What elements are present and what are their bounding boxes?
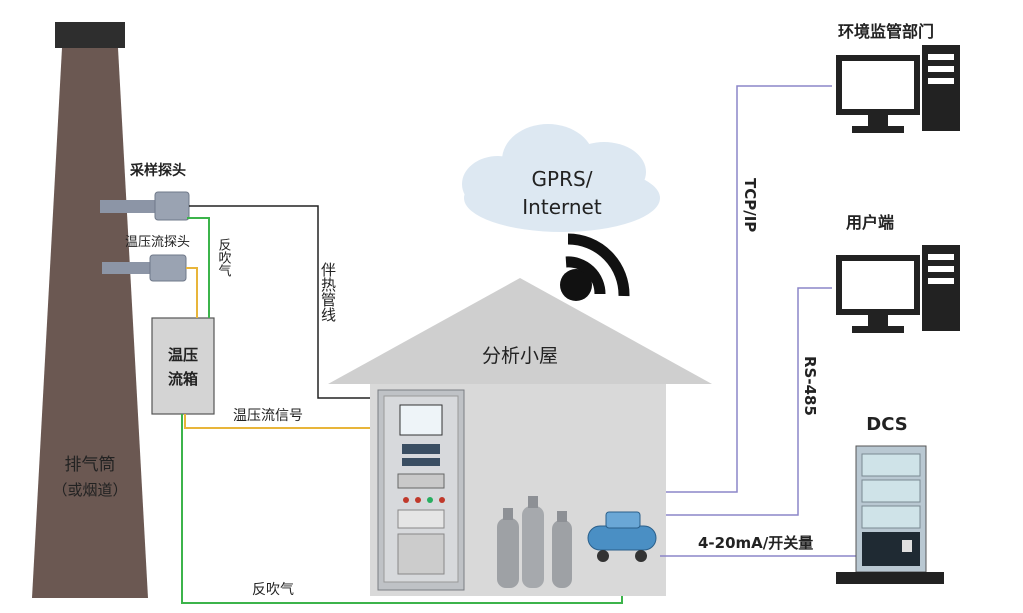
- gas-cylinders: [497, 496, 572, 588]
- env-dept-computer-icon: [836, 45, 960, 133]
- tpf-box-label-1: 温压: [168, 346, 198, 364]
- tcpip-label: TCP/IP: [741, 178, 759, 232]
- tpf-probe-label: 温压流探头: [125, 235, 190, 250]
- tcpip-line: [666, 85, 832, 493]
- sampling-probe-label: 采样探头: [129, 162, 186, 179]
- cloud-label-1: GPRS/: [532, 167, 593, 191]
- chimney: 排气筒 （或烟道）: [32, 22, 148, 598]
- heat-trace-label: 伴热管线: [319, 262, 337, 322]
- tpf-signal-line: [184, 414, 378, 429]
- wireless-icon: [560, 233, 630, 301]
- analyzer-cabinet: [377, 389, 465, 591]
- tpf-probe-line: [186, 267, 198, 318]
- cloud: GPRS/ Internet: [462, 124, 660, 232]
- tpf-box: 温压 流箱: [151, 317, 215, 415]
- rs485-line: [666, 287, 832, 516]
- rs485-label: RS-485: [801, 356, 819, 416]
- back-blow-bottom-label: 反吹气: [252, 582, 294, 598]
- chimney-sub-label: （或烟道）: [52, 481, 127, 499]
- air-compressor: [587, 511, 657, 562]
- heat-trace-line: [189, 205, 378, 399]
- tpf-signal-label: 温压流信号: [233, 408, 303, 424]
- house-label: 分析小屋: [482, 345, 558, 367]
- dcs-label: DCS: [866, 414, 907, 435]
- env-dept-label: 环境监管部门: [838, 22, 934, 41]
- back-blow-line-top: [187, 217, 210, 318]
- cloud-label-2: Internet: [522, 195, 602, 219]
- user-computer-icon: [836, 245, 960, 333]
- back-blow-top-label: 反吹气: [216, 238, 232, 277]
- analog-label: 4-20mA/开关量: [698, 534, 813, 552]
- chimney-label: 排气筒: [65, 455, 116, 475]
- tpf-probe: [102, 254, 187, 282]
- user-label: 用户端: [846, 213, 894, 232]
- tpf-box-label-2: 流箱: [168, 370, 198, 388]
- sampling-probe: [100, 191, 190, 221]
- dcs-cabinet: [836, 445, 944, 584]
